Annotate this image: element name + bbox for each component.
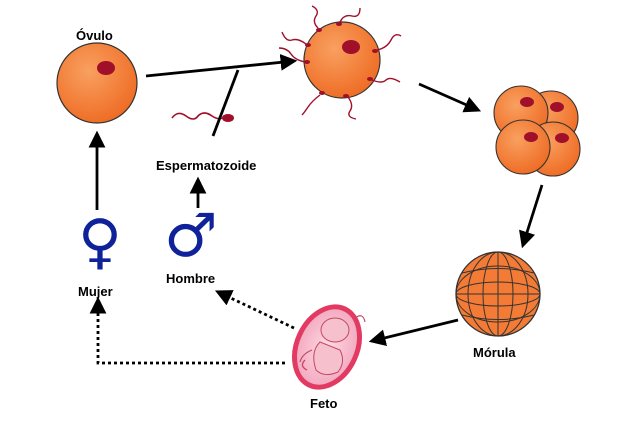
label-espermatozoide: Espermatozoide: [156, 158, 257, 173]
arrow-fertilized-to-fourcell: [418, 82, 482, 113]
label-morula: Mórula: [473, 345, 516, 360]
solid-arrows: [88, 53, 544, 346]
arrow-fetus-to-hombre: [214, 290, 295, 330]
male-symbol-icon: ♂: [164, 201, 218, 271]
dotted-arrows: [89, 290, 295, 365]
label-hombre: Hombre: [166, 271, 216, 286]
arrow-ovule-to-fertilized: [145, 53, 298, 78]
arrow-fourcell-to-morula: [519, 184, 544, 249]
label-ovulo: Óvulo: [76, 28, 113, 43]
morula-sphere: [455, 251, 541, 337]
label-feto: Feto: [310, 396, 338, 411]
arrow-morula-to-fetus: [368, 318, 459, 346]
line-sperm-to-union: [211, 69, 240, 137]
arrow-fetus-to-mujer: [89, 296, 285, 365]
sperm-icon: [171, 112, 234, 122]
ovule-cell: [56, 42, 138, 124]
four-cell-embryo: [493, 85, 581, 177]
female-symbol-icon: ♀: [78, 207, 122, 277]
surrounding-sperm-icon: [278, 5, 402, 120]
fetus-illustration: [292, 304, 366, 390]
fertilized-egg: [303, 21, 381, 99]
label-mujer: Mujer: [78, 284, 113, 299]
